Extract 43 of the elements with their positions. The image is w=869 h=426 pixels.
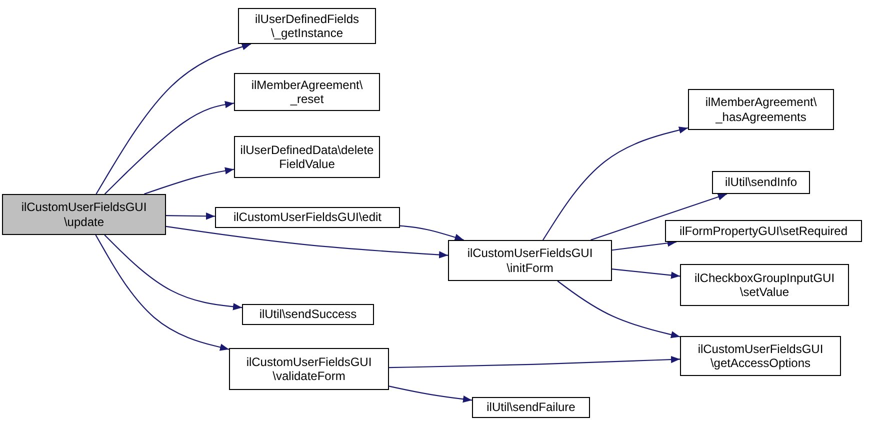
arrow — [388, 386, 472, 403]
arrow — [612, 240, 676, 251]
function-box — [448, 240, 612, 281]
function-name: ilUserDefinedFields \_getInstance — [254, 12, 360, 40]
function-box — [229, 348, 389, 390]
arrow — [612, 268, 680, 279]
arrow — [542, 126, 688, 240]
function-name: ilUserDefinedData\delete FieldValue — [239, 142, 375, 172]
function-box — [234, 136, 380, 178]
arrow — [557, 280, 680, 338]
arrow — [104, 101, 234, 194]
function-box — [680, 264, 849, 306]
function-box — [472, 397, 590, 418]
arrow — [144, 167, 234, 195]
function-name: ilMemberAgreement\ _hasAgreements — [704, 95, 818, 124]
function-box — [238, 8, 376, 44]
function-box — [688, 89, 834, 130]
arrow — [96, 43, 252, 194]
arrow — [389, 356, 680, 368]
function-name: ilCustomUserFieldsGUI \initForm — [466, 246, 594, 275]
function-box — [712, 171, 810, 194]
function-name: ilCustomUserFieldsGUI \validateForm — [245, 354, 373, 384]
arrow — [590, 193, 728, 241]
function-name: ilUtil\sendFailure — [486, 400, 576, 415]
arrow — [400, 225, 464, 241]
arrow — [166, 226, 448, 258]
function-box — [680, 336, 841, 376]
function-name: ilUtil\sendInfo — [724, 175, 798, 190]
function-name: ilCustomUserFieldsGUI\edit — [233, 210, 382, 225]
function-box — [242, 304, 374, 325]
function-box — [234, 73, 380, 111]
function-name: ilCustomUserFieldsGUI \update — [20, 200, 148, 229]
function-name: ilCheckboxGroupInputGUI \setValue — [693, 270, 836, 300]
function-box — [665, 220, 862, 242]
arrow — [166, 212, 215, 220]
arrow — [95, 234, 230, 351]
function-name: ilMemberAgreement\ _reset — [250, 78, 364, 106]
arrow — [104, 234, 242, 310]
function-name: ilUtil\sendSuccess — [259, 307, 357, 322]
function-name: ilFormPropertyGUI\setRequired — [679, 224, 848, 238]
function-box — [215, 207, 400, 228]
function-name: ilCustomUserFieldsGUI \getAccessOptions — [696, 342, 824, 370]
function-box — [2, 194, 166, 235]
